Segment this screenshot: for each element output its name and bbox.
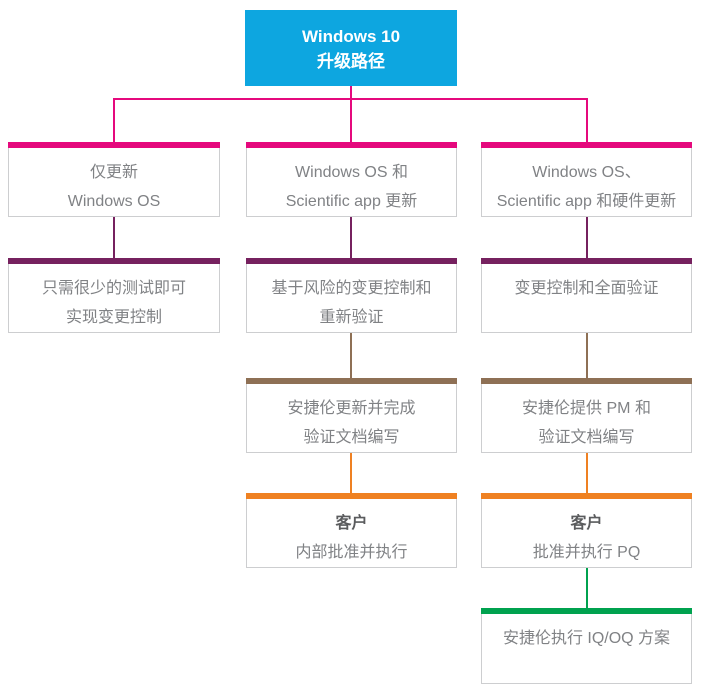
node-agilent-pm-validation-docs: 安捷伦提供 PM 和 验证文档编写 — [481, 378, 692, 453]
node-line: Scientific app 和硬件更新 — [496, 193, 677, 210]
node-minimal-testing-change-control: 只需很少的测试即可 实现变更控制 — [8, 258, 220, 333]
node-change-control-full-validation: 变更控制和全面验证 — [481, 258, 692, 333]
accent-bar-purple — [246, 258, 457, 264]
accent-bar-brown — [481, 378, 692, 384]
connector-col2-row3-row4-line — [350, 453, 352, 493]
node-risk-based-change-control-revalidation: 基于风险的变更控制和 重新验证 — [246, 258, 457, 333]
connector-col1-row1-row2-line — [113, 217, 115, 258]
node-agilent-update-validation-docs: 安捷伦更新并完成 验证文档编写 — [246, 378, 457, 453]
node-line: Windows OS 和 — [295, 164, 408, 181]
accent-bar-brown — [246, 378, 457, 384]
connector-col2-row1-row2-line — [350, 217, 352, 258]
accent-bar-pink — [246, 142, 457, 148]
connector-col3-row1-row2-line — [586, 217, 588, 258]
root-line-2: 升级路径 — [317, 52, 385, 71]
node-line: 验证文档编写 — [303, 429, 400, 446]
node-line: 内部批准并执行 — [295, 544, 408, 561]
node-line: 重新验证 — [319, 309, 384, 326]
accent-bar-pink — [8, 142, 220, 148]
connector-branch-horizontal-line — [113, 98, 588, 100]
connector-branch-left-drop-line — [113, 98, 115, 142]
accent-bar-green — [481, 608, 692, 614]
node-customer-internal-approve-execute: 客户 内部批准并执行 — [246, 493, 457, 568]
connector-root-drop-line — [350, 86, 352, 142]
node-line: Windows OS、 — [532, 164, 641, 181]
node-line: Windows OS — [67, 193, 161, 210]
connector-col3-row3-row4-line — [586, 453, 588, 493]
connector-col3-row2-row3-line — [586, 333, 588, 378]
node-line: 只需很少的测试即可 — [41, 280, 186, 297]
accent-bar-purple — [8, 258, 220, 264]
node-line: 验证文档编写 — [538, 429, 635, 446]
node-line: 变更控制和全面验证 — [514, 280, 659, 297]
node-line: Scientific app 更新 — [285, 193, 418, 210]
node-update-os-only: 仅更新 Windows OS — [8, 142, 220, 217]
root-node-windows10-upgrade-path: Windows 10 升级路径 — [245, 10, 457, 86]
node-customer-approve-execute-pq: 客户 批准并执行 PQ — [481, 493, 692, 568]
connector-branch-right-drop-line — [586, 98, 588, 142]
node-line: 安捷伦更新并完成 — [287, 400, 416, 417]
node-line: 客户 — [570, 515, 603, 532]
node-line: 安捷伦提供 PM 和 — [522, 400, 651, 417]
accent-bar-orange — [481, 493, 692, 499]
accent-bar-orange — [246, 493, 457, 499]
accent-bar-pink — [481, 142, 692, 148]
connector-col2-row2-row3-line — [350, 333, 352, 378]
root-node-label: Windows 10 升级路径 — [245, 10, 457, 74]
root-line-1: Windows 10 — [301, 27, 401, 46]
node-line: 批准并执行 PQ — [532, 544, 641, 561]
node-line: 客户 — [335, 515, 368, 532]
node-os-and-scientific-app-update: Windows OS 和 Scientific app 更新 — [246, 142, 457, 217]
node-line: 安捷伦执行 IQ/OQ 方案 — [502, 630, 671, 647]
accent-bar-purple — [481, 258, 692, 264]
node-os-app-hardware-update: Windows OS、 Scientific app 和硬件更新 — [481, 142, 692, 217]
connector-col3-row4-row5-line — [586, 568, 588, 608]
node-line: 仅更新 — [89, 164, 138, 181]
node-line: 实现变更控制 — [65, 309, 162, 326]
node-line: 基于风险的变更控制和 — [271, 280, 432, 297]
node-agilent-execute-iq-oq: 安捷伦执行 IQ/OQ 方案 — [481, 608, 692, 684]
